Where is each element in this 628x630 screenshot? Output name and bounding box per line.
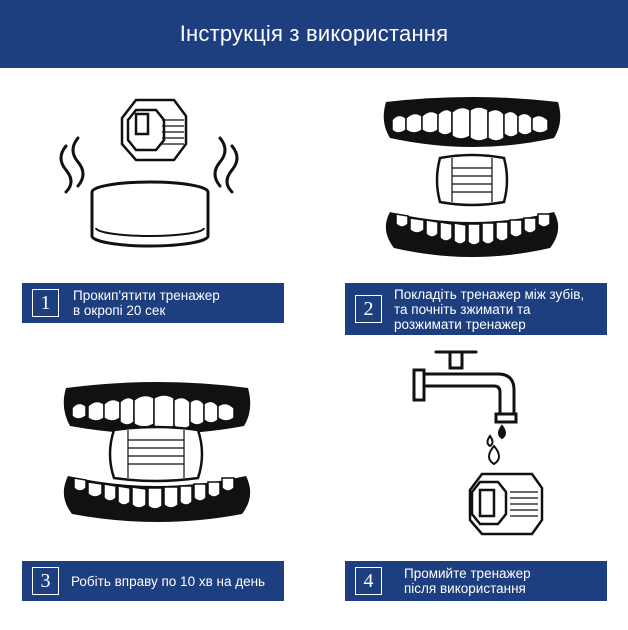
step-text: Прокип'ятити тренажер в окропі 20 сек (73, 288, 220, 318)
step-3: 3 Робіть вправу по 10 хв на день (22, 561, 284, 601)
header-banner: Інструкція з використання (0, 0, 628, 68)
faucet-rinse-icon (412, 350, 544, 536)
step-text: Робіть вправу по 10 хв на день (71, 573, 266, 589)
step-number: 3 (32, 567, 59, 595)
step-text: Промийте тренажер після використання (404, 566, 531, 596)
page-title: Інструкція з використання (179, 21, 449, 46)
teeth-biting-trainer-icon (63, 382, 251, 522)
step-number: 4 (355, 567, 382, 595)
teeth-with-trainer-icon (383, 97, 561, 257)
step-number: 1 (32, 289, 59, 317)
step-2: 2 Покладіть тренажер між зубів, та почні… (345, 283, 607, 335)
step-1: 1 Прокип'ятити тренажер в окропі 20 сек (22, 283, 284, 323)
step-text: Покладіть тренажер між зубів, та почніть… (394, 286, 585, 332)
step-number: 2 (355, 295, 382, 323)
boiling-trainer-icon (59, 98, 239, 248)
step-4: 4 Промийте тренажер після використання (345, 561, 607, 601)
